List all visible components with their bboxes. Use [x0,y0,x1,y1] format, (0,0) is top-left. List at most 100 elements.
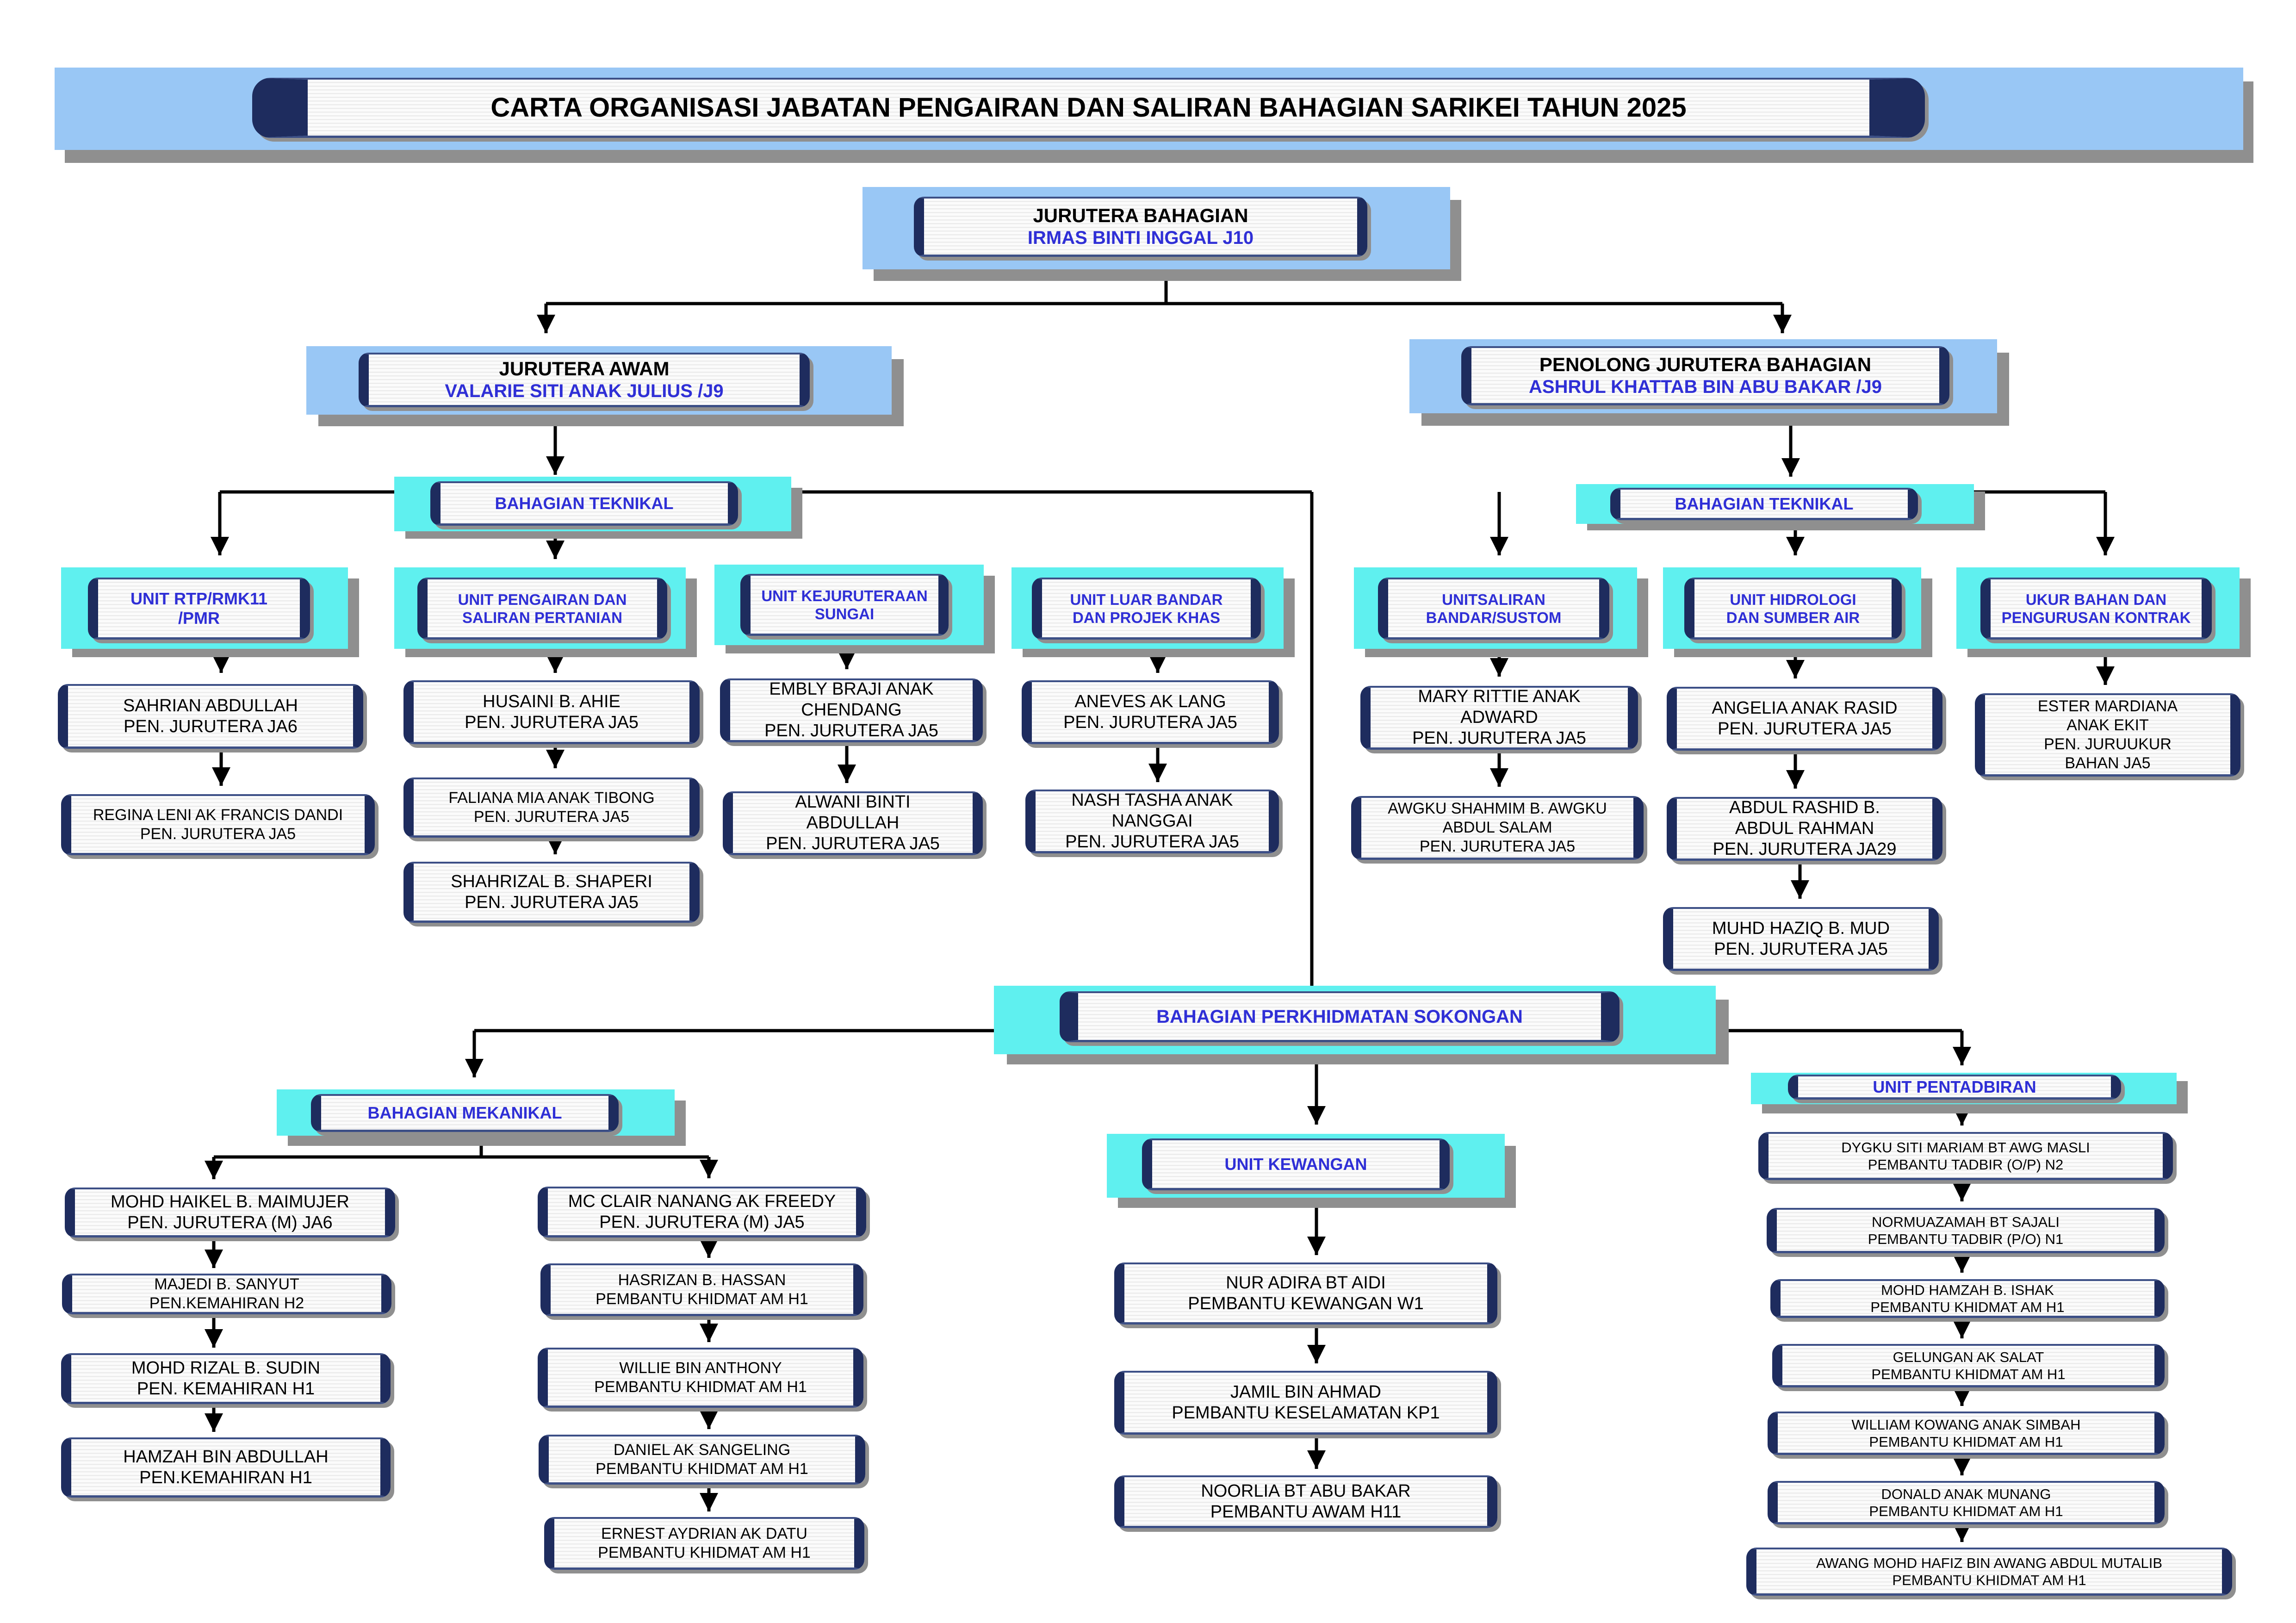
staff-gelungan: GELUNGAN AK SALAT PEMBANTU KHIDMAT AM H1 [1772,1344,2165,1387]
staff-name: DONALD ANAK MUNANG [1881,1486,2051,1502]
staff-title: PEN. JURUTERA JA5 [1065,832,1239,852]
staff-name-2: ANAK EKIT [2066,716,2149,734]
arrowhead [1953,1524,1971,1542]
staff-hasrizan: HASRIZAN B. HASSAN PEMBANTU KHIDMAT AM H… [540,1263,863,1316]
arrowhead [700,1160,718,1178]
head-name: IRMAS BINTI INGGAL J10 [1027,227,1254,248]
staff-name: ABDUL RASHID B. [1729,798,1880,817]
staff-name: NORMUAZAMAH BT SAJALI [1872,1213,2060,1230]
pentadbiran-label: UNIT PENTADBIRAN [1873,1077,2036,1096]
unit-hidrologi-line2: DAN SUMBER AIR [1726,609,1860,626]
staff-name: NOORLIA BT ABU BAKAR [1201,1481,1411,1501]
arrowhead [546,836,565,854]
staff-name: HUSAINI B. AHIE [483,691,621,711]
sokongan-box: BAHAGIAN PERKHIDMATAN SOKONGAN [1060,991,1620,1042]
staff-name: ANEVES AK LANG [1074,691,1226,711]
arrowhead [1953,1320,1971,1338]
unit-pengairan-box: UNIT PENGAIRAN DAN SALIRAN PERTANIAN [417,578,667,640]
staff-title: PEN.KEMAHIRAN H1 [139,1468,312,1487]
staff-awgku: AWGKU SHAHMIM B. AWGKU ABDUL SALAM PEN. … [1351,796,1644,860]
arrowhead [700,1411,718,1429]
staff-awang: AWANG MOHD HAFIZ BIN AWANG ABDUL MUTALIB… [1746,1548,2232,1596]
staff-name: MOHD HAMZAH B. ISHAK [1881,1281,2054,1298]
staff-name: GELUNGAN AK SALAT [1893,1349,2044,1365]
staff-angelia: ANGELIA ANAK RASID PEN. JURUTERA JA5 [1667,687,1942,751]
staff-name: NASH TASHA ANAK [1071,790,1233,810]
staff-haziq: MUHD HAZIQ B. MUD PEN. JURUTERA JA5 [1663,907,1939,971]
staff-title: PEN. JURUTERA JA5 [465,712,639,732]
staff-name: ERNEST AYDRIAN AK DATU [601,1524,807,1542]
staff-name: DYGKU SITI MARIAM BT AWG MASLI [1841,1139,2090,1156]
staff-nuradira: NUR ADIRA BT AIDI PEMBANTU KEWANGAN W1 [1114,1262,1497,1325]
unit-pengairan-line2: SALIRAN PERTANIAN [462,609,622,626]
unit-hidrologi-box: UNIT HIDROLOGI DAN SUMBER AIR [1684,578,1902,640]
arrowhead [1490,658,1508,677]
staff-title: PEN. JURUUKUR [2044,735,2172,753]
staff-ester: ESTER MARDIANA ANAK EKIT PEN. JURUUKUR B… [1975,693,2240,777]
mekanikal-box: BAHAGIAN MEKANIKAL [311,1094,619,1132]
left-lead-box: JURUTERA AWAM VALARIE SITI ANAK JULIUS /… [359,353,810,407]
arrowhead [212,654,230,673]
staff-name: DANIEL AK SANGELING [613,1441,791,1459]
staff-title: PEMBANTU TADBIR (O/P) N2 [1868,1156,2064,1173]
arrowhead [211,537,229,555]
staff-name: ALWANI BINTI [795,792,911,812]
teknikal-right-box: BAHAGIAN TEKNIKAL [1610,488,1918,520]
unit-luarbandar-box: UNIT LUAR BANDAR DAN PROJEK KHAS [1032,578,1261,640]
arrowhead [1953,1387,1971,1406]
staff-title: PEN. JURUTERA JA5 [140,825,296,843]
left-lead-role: JURUTERA AWAM [499,357,670,379]
staff-husaini: HUSAINI B. AHIE PEN. JURUTERA JA5 [403,680,700,744]
staff-title: PEMBANTU KHIDMAT AM H1 [1892,1572,2086,1588]
arrowhead [546,654,565,673]
kewangan-label: UNIT KEWANGAN [1224,1154,1367,1174]
staff-name-2: ADWARD [1460,708,1538,727]
staff-alwani: ALWANI BINTI ABDULLAH PEN. JURUTERA JA5 [723,791,983,855]
unit-saliran-box: UNITSALIRAN BANDAR/SUSTOM [1378,578,1609,640]
arrowhead [546,541,565,559]
staff-title: PEN. JURUTERA JA5 [1063,712,1237,732]
staff-name: WILLIAM KOWANG ANAK SIMBAH [1851,1416,2081,1433]
staff-regina: REGINA LENI AK FRANCIS DANDI PEN. JURUTE… [61,794,375,855]
unit-rtp-box: UNIT RTP/RMK11 /PMR [88,578,310,640]
unit-ukur-box: UKUR BAHAN DAN PENGURUSAN KONTRAK [1980,578,2212,640]
staff-title: PEN. JURUTERA JA5 [1718,719,1892,739]
staff-name: MOHD HAIKEL B. MAIMUJER [111,1192,349,1212]
staff-title: PEN. JURUTERA JA5 [1419,838,1576,855]
arrowhead [1773,315,1792,333]
arrowhead [546,750,565,768]
staff-faliana: FALIANA MIA ANAK TIBONG PEN. JURUTERA JA… [403,777,700,838]
staff-name: NUR ADIRA BT AIDI [1226,1273,1386,1293]
staff-title: PEMBANTU KHIDMAT AM H1 [596,1460,808,1478]
staff-title: PEN. JURUTERA (M) JA5 [599,1212,805,1232]
arrowhead [1490,768,1508,787]
unit-pengairan-line1: UNIT PENGAIRAN DAN [458,591,627,608]
right-lead-role: PENOLONG JURUTERA BAHAGIAN [1539,353,1872,375]
head-box: JURUTERA BAHAGIAN IRMAS BINTI INGGAL J10 [914,197,1367,257]
arrowhead [1148,764,1167,782]
arrowhead [1307,1106,1326,1125]
staff-title: PEN.KEMAHIRAN H2 [149,1294,304,1312]
arrowhead [700,1324,718,1342]
staff-majedi: MAJEDI B. SANYUT PEN.KEMAHIRAN H2 [62,1274,391,1314]
unit-ukur-line2: PENGURUSAN KONTRAK [2001,609,2191,626]
staff-rashid: ABDUL RASHID B. ABDUL RAHMAN PEN. JURUTE… [1667,797,1942,861]
staff-title: PEMBANTU KHIDMAT AM H1 [1870,1299,2065,1315]
unit-rtp-line2: /PMR [178,608,220,628]
arrowhead [1307,1345,1326,1363]
staff-name: HASRIZAN B. HASSAN [618,1271,786,1289]
staff-title: PEN. JURUTERA JA5 [1714,939,1888,959]
staff-noorlia: NOORLIA BT ABU BAKAR PEMBANTU AWAM H11 [1114,1475,1497,1528]
arrowhead [1490,537,1508,555]
staff-william: WILLIAM KOWANG ANAK SIMBAH PEMBANTU KHID… [1768,1412,2165,1455]
staff-rizal: MOHD RIZAL B. SUDIN PEN. KEMAHIRAN H1 [61,1353,391,1404]
staff-title: PEN. JURUTERA JA5 [1412,728,1586,748]
teknikal-right-label: BAHAGIAN TEKNIKAL [1675,494,1854,513]
staff-name-2: NANGGAI [1111,811,1193,831]
arrowhead [2096,666,2115,685]
staff-name: MAJEDI B. SANYUT [154,1275,299,1293]
staff-title-2: BAHAN JA5 [2065,754,2151,772]
staff-title: PEN. JURUTERA JA5 [764,721,938,740]
arrowhead [1786,770,1805,789]
staff-name: WILLIE BIN ANTHONY [619,1359,782,1377]
